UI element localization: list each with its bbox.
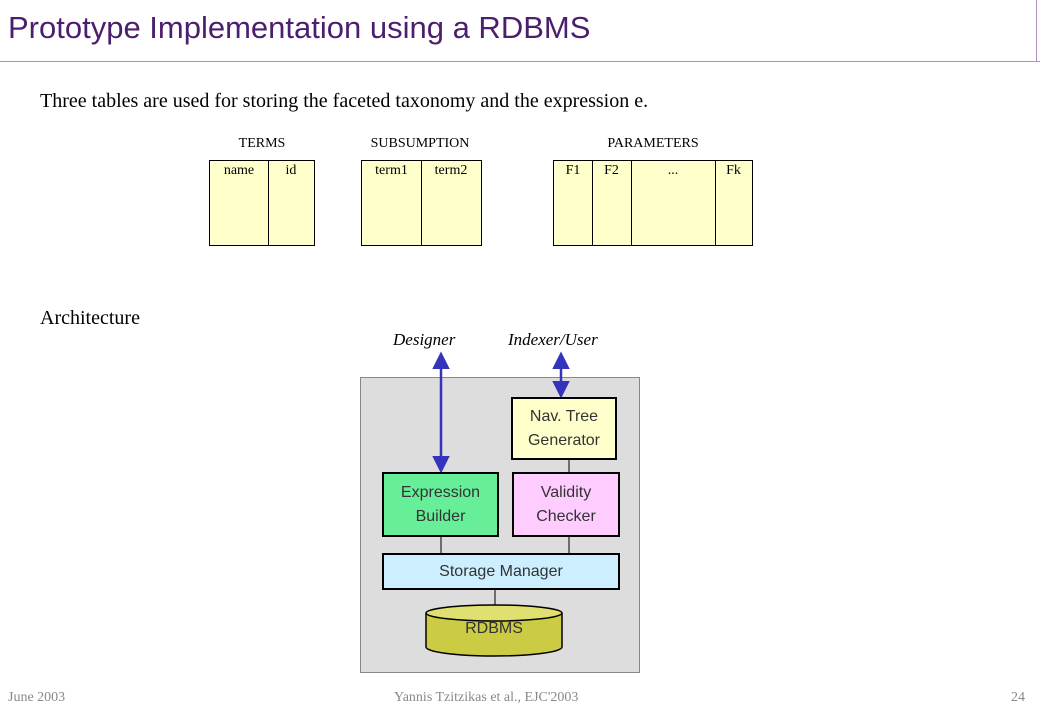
- terms-column-divider: [268, 161, 269, 245]
- slide-title: Prototype Implementation using a RDBMS: [8, 10, 591, 45]
- intro-text: Three tables are used for storing the fa…: [40, 90, 649, 112]
- rdbms-cylinder: [425, 604, 563, 657]
- validity-checker-label-line2: Checker: [536, 507, 596, 525]
- terms-table: name id: [209, 160, 315, 246]
- parameters-header-ellipsis: ...: [667, 163, 679, 178]
- architecture-heading: Architecture: [40, 307, 140, 329]
- terms-caption: TERMS: [238, 136, 286, 151]
- nav-tree-label-line2: Generator: [527, 431, 601, 449]
- parameters-header-f1: F1: [565, 163, 581, 178]
- expression-builder-label-line2: Builder: [415, 507, 466, 525]
- storage-manager-label: Storage Manager: [439, 562, 563, 580]
- footer-page-number: 24: [1011, 690, 1025, 705]
- parameters-column-divider: [592, 161, 593, 245]
- title-divider: [0, 61, 1040, 62]
- parameters-caption: PARAMETERS: [607, 136, 699, 151]
- parameters-column-divider: [631, 161, 632, 245]
- parameters-header-fk: Fk: [726, 163, 741, 178]
- footer-date: June 2003: [8, 690, 66, 705]
- storage-manager-box: Storage Manager: [382, 553, 620, 590]
- subsumption-header-term1: term1: [375, 163, 408, 178]
- parameters-header-f2: F2: [604, 163, 619, 178]
- subsumption-table: term1 term2: [361, 160, 482, 246]
- subsumption-column-divider: [421, 161, 422, 245]
- terms-header-id: id: [285, 163, 297, 178]
- footer-authors: Yannis Tzitzikas et al., EJC'2003: [394, 690, 579, 705]
- subsumption-caption: SUBSUMPTION: [370, 136, 470, 151]
- parameters-column-divider: [715, 161, 716, 245]
- nav-tree-label-line1: Nav. Tree: [529, 407, 599, 425]
- expression-builder-label-line1: Expression: [400, 483, 481, 501]
- validity-checker-label-line1: Validity: [540, 483, 592, 501]
- parameters-table: F1 F2 ... Fk: [553, 160, 753, 246]
- title-vertical-rule: [1036, 0, 1037, 62]
- rdbms-label: RDBMS: [465, 620, 523, 637]
- actor-indexer-user: Indexer/User: [508, 330, 598, 349]
- actor-designer: Designer: [393, 330, 456, 349]
- subsumption-header-term2: term2: [434, 163, 468, 178]
- terms-header-name: name: [223, 163, 255, 178]
